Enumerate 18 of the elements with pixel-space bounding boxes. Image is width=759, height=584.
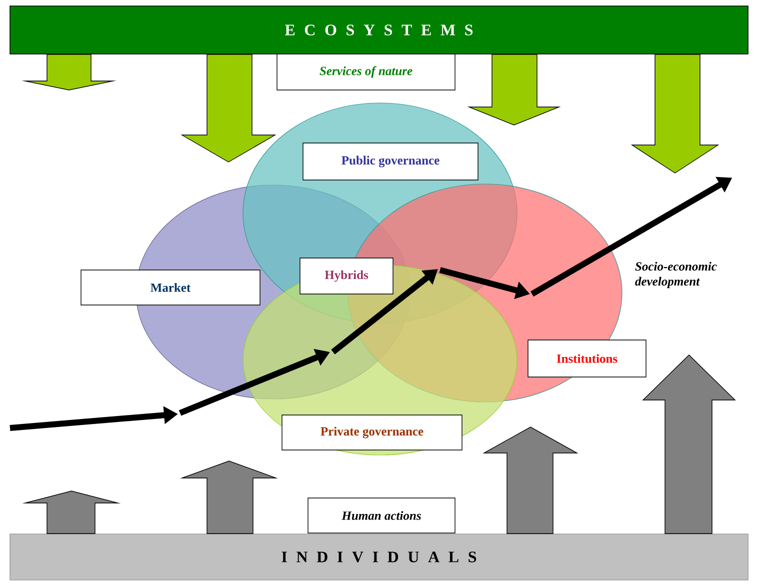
label-box: Services of nature — [276, 54, 456, 90]
label-box: Institutions — [528, 340, 646, 378]
label-box: Hybrids — [300, 258, 394, 294]
caption-text: Socio-economic development — [635, 262, 717, 288]
block-arrow — [180, 460, 278, 534]
label-box: Market — [80, 270, 260, 306]
block-arrow — [642, 354, 736, 534]
block-arrow — [22, 490, 121, 534]
block-arrow — [630, 54, 720, 174]
block-arrow — [467, 54, 561, 126]
band: I N D I V I D U A L S — [10, 534, 748, 580]
block-arrow — [180, 54, 276, 162]
label-box: Human actions — [308, 498, 456, 534]
label-box: Private governance — [282, 414, 462, 450]
block-arrow — [482, 426, 578, 534]
label-box: Public governance — [302, 142, 478, 180]
band: E C O S Y S T E M S — [10, 6, 748, 54]
block-arrow — [22, 54, 116, 90]
